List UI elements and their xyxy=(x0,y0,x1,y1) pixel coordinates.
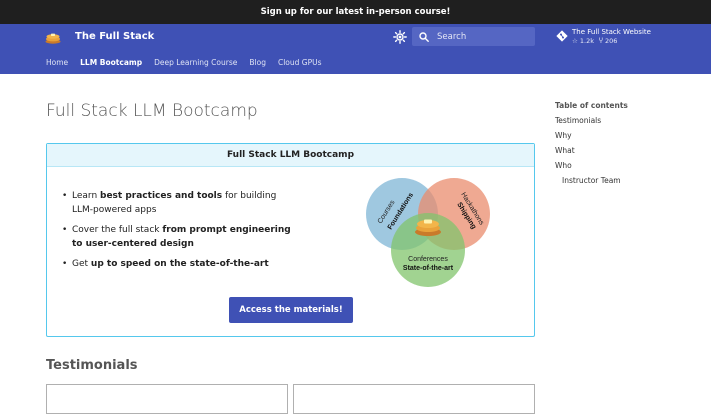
nav-tabs: Home LLM Bootcamp Deep Learning Course B… xyxy=(46,58,322,67)
toc-item-who[interactable]: Who xyxy=(555,161,572,170)
venn-diagram: Courses Foundations Hackathons Shipping … xyxy=(366,178,490,287)
fork-icon: Ⴤ xyxy=(599,37,603,45)
repo-stars: ☆ 1.2k xyxy=(572,37,594,45)
tab-llm-bootcamp[interactable]: LLM Bootcamp xyxy=(80,58,143,67)
search-icon xyxy=(419,31,429,42)
stars-count: 1.2k xyxy=(579,37,595,45)
toc-item-testimonials[interactable]: Testimonials xyxy=(555,116,602,125)
tab-deep-learning-course[interactable]: Deep Learning Course xyxy=(154,58,238,67)
access-materials-button[interactable]: Access the materials! xyxy=(229,297,353,323)
table-of-contents: Table of contents Testimonials Why What … xyxy=(555,101,628,191)
toc-item-why[interactable]: Why xyxy=(555,131,572,140)
venn-circle-conferences xyxy=(391,213,465,287)
list-item: Cover the full stack from prompt enginee… xyxy=(62,223,292,251)
card-title: Full Stack LLM Bootcamp xyxy=(226,150,355,160)
toc-title: Table of contents xyxy=(555,101,628,110)
header: The Full Stack The Full Stack Website xyxy=(0,24,711,74)
git-icon xyxy=(556,30,568,42)
search-input[interactable] xyxy=(437,31,527,42)
repo-link[interactable]: The Full Stack Website ☆ 1.2k Ⴤ 206 xyxy=(556,28,651,45)
pancake-logo-icon[interactable] xyxy=(45,30,61,44)
feature-list: Learn best practices and tools for build… xyxy=(62,189,292,277)
repo-name: The Full Stack Website xyxy=(572,28,651,36)
section-title-testimonials: Testimonials xyxy=(46,358,138,373)
site-title[interactable]: The Full Stack xyxy=(75,31,155,42)
search-box[interactable] xyxy=(412,27,535,46)
testimonial-card xyxy=(293,384,535,414)
toc-item-instructor-team[interactable]: Instructor Team xyxy=(562,176,621,185)
card-header: Full Stack LLM Bootcamp xyxy=(47,144,534,167)
forks-count: 206 xyxy=(604,37,618,45)
venn-label-conferences: Conferences xyxy=(408,256,448,263)
bootcamp-card: Full Stack LLM Bootcamp Learn best pract… xyxy=(46,143,535,337)
toc-item-what[interactable]: What xyxy=(555,146,575,155)
tab-home[interactable]: Home xyxy=(46,58,69,67)
tab-cloud-gpus[interactable]: Cloud GPUs xyxy=(277,58,322,67)
announcement-text[interactable]: Sign up for our latest in-person course! xyxy=(260,7,451,17)
pancake-icon xyxy=(415,219,441,236)
page-title: Full Stack LLM Bootcamp xyxy=(46,101,258,121)
announcement-bar[interactable]: Sign up for our latest in-person course! xyxy=(0,0,711,24)
star-icon: ☆ xyxy=(572,37,578,45)
repo-forks: Ⴤ 206 xyxy=(599,37,617,45)
list-item: Get up to speed on the state-of-the-art xyxy=(62,257,292,271)
theme-toggle-icon[interactable] xyxy=(393,30,407,44)
testimonial-card xyxy=(46,384,288,414)
tab-blog[interactable]: Blog xyxy=(249,58,266,67)
list-item: Learn best practices and tools for build… xyxy=(62,189,292,217)
venn-label-state-of-the-art: State-of-the-art xyxy=(403,265,454,272)
